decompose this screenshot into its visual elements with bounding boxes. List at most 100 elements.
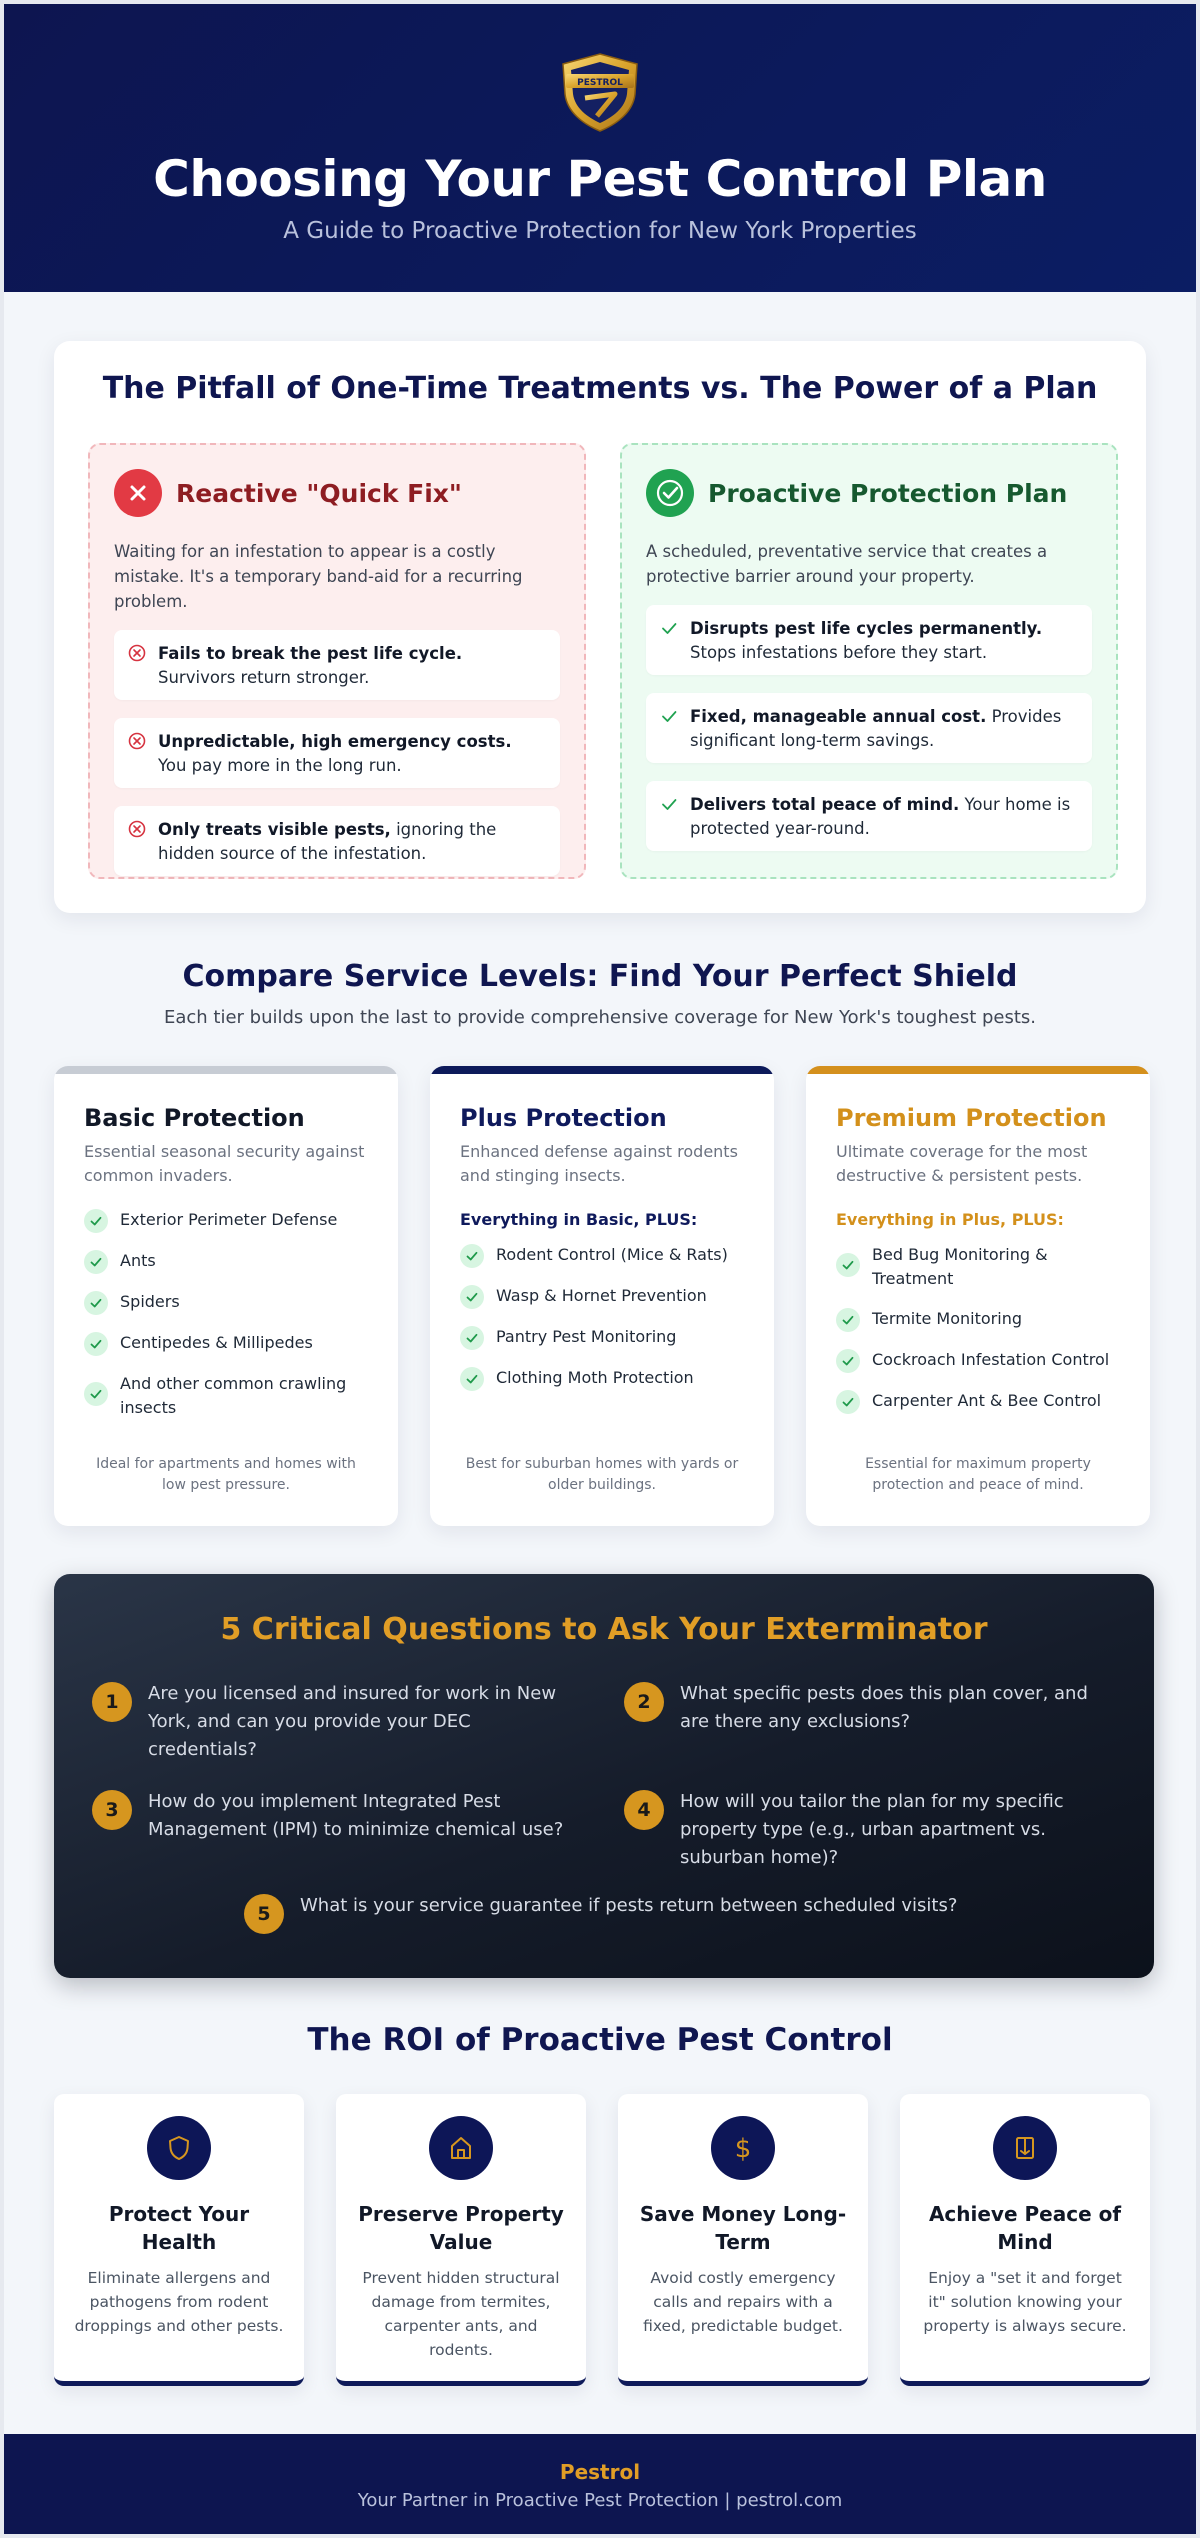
check-icon bbox=[662, 711, 677, 722]
x-circle-icon bbox=[128, 732, 146, 750]
roi-card-title: Protect Your Health bbox=[108, 2202, 250, 2254]
question-text: How do you implement Integrated Pest Man… bbox=[148, 1791, 564, 1840]
check-icon bbox=[84, 1382, 108, 1406]
tier-card-plus: Plus Protection Enhanced defense against… bbox=[430, 1066, 774, 1526]
tier-feature: Clothing Moth Protection bbox=[460, 1366, 744, 1391]
tier-feature-label: Termite Monitoring bbox=[872, 1309, 1022, 1328]
question-item: 2 What specific pests does this plan cov… bbox=[624, 1680, 1114, 1736]
roi-card: Preserve Property Value Prevent hidden s… bbox=[336, 2094, 586, 2386]
tier-feature: Carpenter Ant & Bee Control bbox=[836, 1389, 1120, 1414]
tier-feature-label: Pantry Pest Monitoring bbox=[496, 1327, 677, 1346]
question-text: Are you licensed and insured for work in… bbox=[148, 1683, 557, 1760]
check-circle-icon bbox=[646, 469, 694, 517]
roi-card: $ Save Money Long-Term Avoid costly emer… bbox=[618, 2094, 868, 2386]
reactive-item: Unpredictable, high emergency costs. You… bbox=[114, 718, 560, 788]
tier-feature-label: Rodent Control (Mice & Rats) bbox=[496, 1245, 728, 1264]
tier-feature: Termite Monitoring bbox=[836, 1307, 1120, 1332]
tier-feature-label: Cockroach Infestation Control bbox=[872, 1350, 1110, 1369]
tier-feature-label: Spiders bbox=[120, 1292, 180, 1311]
question-text: What is your service guarantee if pests … bbox=[300, 1895, 958, 1916]
tier-feature: Ants bbox=[84, 1249, 368, 1274]
proactive-description: A scheduled, preventative service that c… bbox=[646, 542, 1048, 586]
check-icon bbox=[836, 1308, 860, 1332]
header: PESTROL Choosing Your Pest Control Plan … bbox=[4, 4, 1196, 292]
proactive-item-bold: Fixed, manageable annual cost. bbox=[690, 707, 987, 726]
x-circle-icon bbox=[114, 469, 162, 517]
question-number: 3 bbox=[92, 1790, 132, 1830]
question-number: 4 bbox=[624, 1790, 664, 1830]
check-icon bbox=[460, 1326, 484, 1350]
tier-note: Ideal for apartments and homes with low … bbox=[96, 1456, 356, 1493]
question-text: How will you tailor the plan for my spec… bbox=[680, 1791, 1064, 1868]
tier-feature: Centipedes & Millipedes bbox=[84, 1331, 368, 1356]
reactive-item-text: Survivors return stronger. bbox=[158, 668, 370, 687]
tier-feature: Wasp & Hornet Prevention bbox=[460, 1284, 744, 1309]
roi-card-title: Achieve Peace of Mind bbox=[928, 2202, 1122, 2254]
reactive-column: Reactive "Quick Fix" Waiting for an infe… bbox=[88, 443, 586, 879]
question-number: 5 bbox=[244, 1894, 284, 1934]
tier-note: Best for suburban homes with yards or ol… bbox=[465, 1456, 739, 1493]
tier-feature-label: Ants bbox=[120, 1251, 156, 1270]
x-circle-icon bbox=[128, 644, 146, 662]
check-icon bbox=[84, 1291, 108, 1315]
question-number: 1 bbox=[92, 1682, 132, 1722]
tier-feature: Rodent Control (Mice & Rats) bbox=[460, 1243, 744, 1268]
roi-card-text: Eliminate allergens and pathogens from r… bbox=[74, 2269, 284, 2335]
proactive-title: Proactive Protection Plan bbox=[708, 478, 1068, 508]
reactive-item-bold: Unpredictable, high emergency costs. bbox=[158, 732, 512, 751]
roi-card-title: Preserve Property Value bbox=[358, 2202, 564, 2254]
proactive-item-bold: Delivers total peace of mind. bbox=[690, 795, 960, 814]
door-icon bbox=[993, 2116, 1057, 2180]
roi-title: The ROI of Proactive Pest Control bbox=[307, 2022, 893, 2058]
tier-feature-label: Clothing Moth Protection bbox=[496, 1368, 694, 1387]
logo-text: PESTROL bbox=[577, 78, 623, 88]
tier-feature: And other common crawling insects bbox=[84, 1372, 368, 1420]
tier-description: Ultimate coverage for the most destructi… bbox=[836, 1142, 1088, 1185]
question-item: 4 How will you tailor the plan for my sp… bbox=[624, 1788, 1104, 1872]
shield-logo-icon: PESTROL bbox=[562, 53, 638, 132]
page-title: Choosing Your Pest Control Plan bbox=[153, 150, 1047, 208]
tier-includes-label: Everything in Plus, PLUS: bbox=[836, 1210, 1064, 1229]
dollar-icon: $ bbox=[711, 2116, 775, 2180]
reactive-title: Reactive "Quick Fix" bbox=[176, 478, 462, 508]
tier-title: Premium Protection bbox=[836, 1104, 1107, 1132]
tier-feature-label: Carpenter Ant & Bee Control bbox=[872, 1391, 1102, 1410]
reactive-description: Waiting for an infestation to appear is … bbox=[114, 542, 523, 611]
proactive-item: Delivers total peace of mind. Your home … bbox=[646, 781, 1092, 851]
tier-feature: Exterior Perimeter Defense bbox=[84, 1208, 368, 1233]
roi-card-text: Prevent hidden structural damage from te… bbox=[362, 2269, 560, 2359]
x-circle-icon bbox=[128, 820, 146, 838]
proactive-item: Fixed, manageable annual cost. Provides … bbox=[646, 693, 1092, 763]
tier-title: Basic Protection bbox=[84, 1104, 305, 1132]
tier-feature: Bed Bug Monitoring & Treatment bbox=[836, 1243, 1120, 1291]
svg-text:$: $ bbox=[735, 2134, 752, 2164]
reactive-item-bold: Only treats visible pests, bbox=[158, 820, 391, 839]
check-icon bbox=[84, 1250, 108, 1274]
reactive-item-text: You pay more in the long run. bbox=[158, 756, 402, 775]
tier-note: Essential for maximum property protectio… bbox=[865, 1456, 1091, 1493]
tier-card-premium: Premium Protection Ultimate coverage for… bbox=[806, 1066, 1150, 1526]
tier-title: Plus Protection bbox=[460, 1104, 667, 1132]
compare-subtitle: Each tier builds upon the last to provid… bbox=[163, 1007, 1037, 1028]
check-icon bbox=[460, 1244, 484, 1268]
tier-description: Enhanced defense against rodents and sti… bbox=[460, 1142, 738, 1185]
footer-tagline: Your Partner in Proactive Pest Protectio… bbox=[357, 2490, 843, 2511]
check-icon bbox=[662, 799, 677, 810]
question-number: 2 bbox=[624, 1682, 664, 1722]
proactive-column: Proactive Protection Plan A scheduled, p… bbox=[620, 443, 1118, 879]
tier-feature-label: Bed Bug Monitoring & Treatment bbox=[872, 1245, 1048, 1288]
footer-brand: Pestrol bbox=[559, 2460, 641, 2484]
compare-title: Compare Service Levels: Find Your Perfec… bbox=[182, 959, 1018, 994]
roi-card-text: Avoid costly emergency calls and repairs… bbox=[643, 2269, 843, 2335]
proactive-item-text: Stops infestations before they start. bbox=[690, 643, 988, 662]
roi-card: Achieve Peace of Mind Enjoy a "set it an… bbox=[900, 2094, 1150, 2386]
check-icon bbox=[84, 1332, 108, 1356]
question-item: 5 What is your service guarantee if pest… bbox=[244, 1892, 1004, 1934]
roi-card-title: Save Money Long-Term bbox=[639, 2202, 847, 2254]
tier-includes-label: Everything in Basic, PLUS: bbox=[460, 1210, 698, 1229]
question-text: What specific pests does this plan cover… bbox=[680, 1683, 1088, 1732]
roi-card: Protect Your Health Eliminate allergens … bbox=[54, 2094, 304, 2386]
tier-feature-label: And other common crawling insects bbox=[120, 1374, 347, 1417]
question-item: 3 How do you implement Integrated Pest M… bbox=[92, 1788, 592, 1844]
reactive-item: Fails to break the pest life cycle. Surv… bbox=[114, 630, 560, 700]
